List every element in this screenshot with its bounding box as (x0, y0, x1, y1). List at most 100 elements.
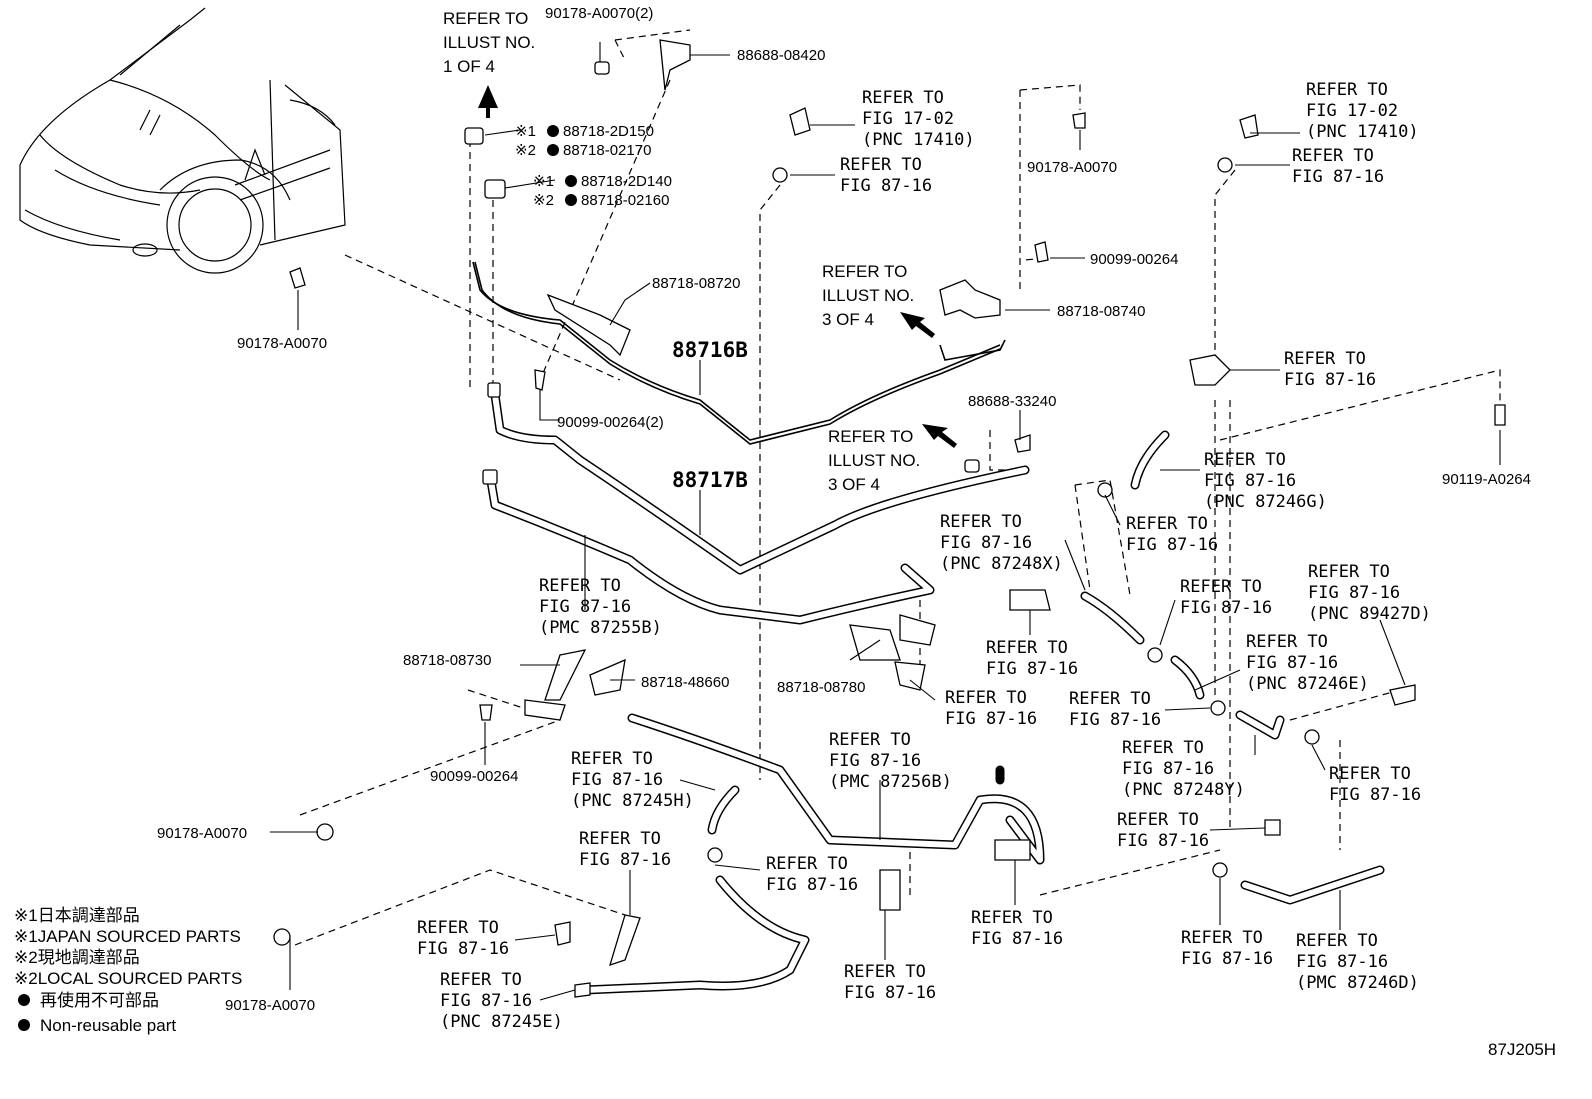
clamp-icon (994, 839, 1031, 861)
refer-label: FIG 87-16 (1126, 535, 1218, 555)
refer-label: REFER TO (844, 962, 926, 982)
part-number-label: 88718-2D150 (563, 123, 654, 140)
refer-label: FIG 87-16 (1329, 785, 1421, 805)
sensor-icon (939, 279, 1001, 319)
labels: REFER TO ILLUST NO. 1 OF 4 90178-A0070(2… (14, 5, 1556, 1059)
leader-lines (270, 42, 1501, 1001)
refer-label: REFER TO (986, 638, 1068, 658)
part-number-label: 90099-00264(2) (557, 414, 664, 431)
refer-label: (PNC 87245E) (440, 1012, 563, 1032)
refer-label: FIG 87-16 (1069, 710, 1161, 730)
part-number-label: 88718-2D140 (581, 173, 672, 190)
part-number-label: 90178-A0070 (237, 335, 327, 352)
mark-label: ※1 (533, 173, 554, 190)
bracket-icon (1189, 354, 1231, 386)
refer-label: (PMC 87255B) (539, 618, 662, 638)
clip-icon (273, 928, 291, 946)
clip-icon (594, 61, 610, 75)
legend-text: Non-reusable part (40, 1016, 176, 1035)
clip-icon (316, 823, 334, 841)
part-number-label: 88718-08740 (1057, 303, 1145, 320)
refer-label: REFER TO (1122, 738, 1204, 758)
hose-clamp-icon (1097, 482, 1113, 498)
refer-label: FIG 87-16 (440, 991, 532, 1011)
refer-label: FIG 87-16 (945, 709, 1037, 729)
refer-label: ILLUST NO. (443, 33, 535, 52)
mark-label: ※1 (515, 123, 536, 140)
refer-label: REFER TO (1284, 349, 1366, 369)
refer-label: REFER TO (1069, 689, 1151, 709)
refer-label: FIG 87-16 (1180, 598, 1272, 618)
refer-label: FIG 87-16 (829, 751, 921, 771)
refer-label: FIG 87-16 (1204, 471, 1296, 491)
refer-label: (PNC 17410) (1306, 122, 1419, 142)
refer-label: FIG 87-16 (1122, 759, 1214, 779)
refer-label: ILLUST NO. (822, 286, 914, 305)
part-number-label: 88688-33240 (968, 393, 1056, 410)
connector-icon (1009, 589, 1051, 611)
clamp-icon (879, 869, 901, 911)
hose-clamp-icon (1212, 862, 1228, 878)
clip-icon (289, 267, 306, 289)
refer-label: (PNC 17410) (862, 130, 975, 150)
refer-label: REFER TO (1126, 514, 1208, 534)
bolt-icon (1264, 819, 1281, 836)
part-number-label: 90099-00264 (430, 768, 518, 785)
refer-label: REFER TO (1181, 928, 1263, 948)
refer-label: FIG 87-16 (1117, 831, 1209, 851)
non-reusable-dot-icon (565, 175, 577, 187)
pipes (472, 261, 1385, 995)
refer-label: REFER TO (1296, 931, 1378, 951)
refer-label: FIG 87-16 (1284, 370, 1376, 390)
bracket-icon (609, 914, 641, 967)
refer-label: FIG 87-16 (840, 176, 932, 196)
refer-label: (PMC 87256B) (829, 772, 952, 792)
non-reusable-dot-icon (18, 1019, 30, 1031)
hose-clamp-icon (707, 847, 723, 863)
non-reusable-dot-icon (547, 125, 559, 137)
refer-label: FIG 87-16 (417, 939, 509, 959)
refer-label: FIG 87-16 (1296, 952, 1388, 972)
part-number-label: 90099-00264 (1090, 251, 1178, 268)
refer-label: FIG 87-16 (1308, 583, 1400, 603)
refer-label: FIG 87-16 (971, 929, 1063, 949)
refer-label: REFER TO (971, 908, 1053, 928)
hose-end-icon (1239, 114, 1259, 139)
refer-label: REFER TO (539, 576, 621, 596)
legend-text: ※1日本調達部品 (14, 906, 140, 925)
diagram-id: 87J205H (1488, 1040, 1556, 1059)
clamp-icon (894, 661, 926, 691)
hose-end-icon (789, 107, 811, 136)
refer-label: 1 OF 4 (443, 57, 495, 76)
refer-label: REFER TO (840, 155, 922, 175)
connector-icon (964, 459, 980, 473)
refer-label: REFER TO (829, 730, 911, 750)
part-number-label: 88718-08720 (652, 275, 740, 292)
refer-label: FIG 87-16 (571, 770, 663, 790)
refer-label: (PMC 87246D) (1296, 973, 1419, 993)
part-number-label: 88688-08420 (737, 47, 825, 64)
part-number-label: 88718-08730 (403, 652, 491, 669)
refer-label: FIG 87-16 (940, 533, 1032, 553)
refer-label: 3 OF 4 (822, 310, 874, 329)
refer-label: REFER TO (579, 829, 661, 849)
hose-clamp-icon (1217, 157, 1233, 173)
refer-label: FIG 17-02 (862, 109, 954, 129)
bracket-icon (659, 39, 691, 91)
screw-icon (1034, 241, 1049, 263)
refer-label: REFER TO (571, 749, 653, 769)
non-reusable-dot-icon (18, 994, 30, 1006)
refer-label: FIG 87-16 (1292, 167, 1384, 187)
part-number-label: 90178-A0070 (1027, 159, 1117, 176)
hose-clamp-icon (1304, 729, 1320, 745)
refer-label: REFER TO (940, 512, 1022, 532)
refer-label: REFER TO (443, 9, 528, 28)
arrow-icon (900, 312, 935, 338)
sensor-clamp-icon (546, 293, 631, 357)
part-number-label: 90178-A0070(2) (545, 5, 653, 22)
pipe-end-icon (482, 469, 498, 485)
refer-label: FIG 87-16 (579, 850, 671, 870)
up-arrow-icon (478, 85, 498, 118)
